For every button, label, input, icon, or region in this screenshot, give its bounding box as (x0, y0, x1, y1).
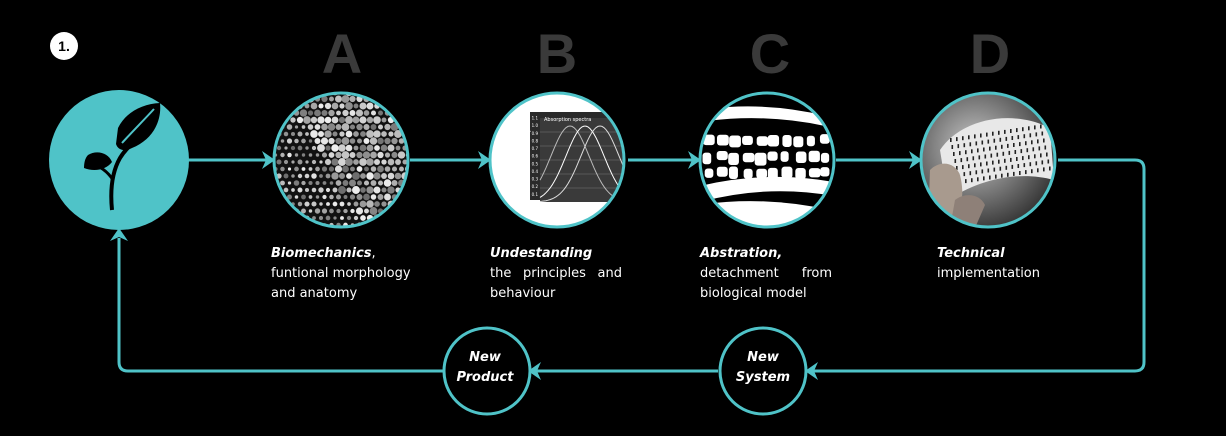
stage-b-line-2: behaviour (490, 286, 556, 301)
arrowhead-into-system (805, 362, 818, 380)
stage-d-caption: Technical implementation (937, 244, 1087, 284)
mini-chart-xtick: 434 (565, 204, 575, 210)
feedback-loop-left (117, 238, 443, 373)
mini-chart-xtick: 400 (539, 204, 549, 210)
new-product-line-1: New (469, 350, 501, 365)
stage-c-caption: Abstration, detachment from biological m… (700, 244, 832, 304)
new-system-line-2: System (735, 370, 791, 385)
new-product-line-2: Product (456, 370, 514, 385)
stage-b-letter: B (536, 22, 578, 85)
mini-chart-ytick: 1.0 (532, 123, 539, 128)
stage-c-image (698, 91, 836, 229)
source-node (49, 90, 189, 230)
stage-d-title: Technical (937, 246, 1005, 261)
mini-chart-ytick: 1.1 (532, 116, 539, 121)
stage-c-line-1: detachment from (700, 266, 832, 281)
arrowhead-into-product (528, 362, 541, 380)
mini-chart-ytick: 0.1 (532, 192, 539, 197)
mini-chart-ytick: 0.2 (532, 184, 539, 189)
new-system-line-1: New (747, 350, 779, 365)
mini-chart-ytick: 0.8 (532, 138, 539, 143)
stage-a-line-1: funtional morphology (271, 266, 411, 281)
mini-chart-ytick: 0.5 (532, 161, 539, 166)
mini-chart-ytick: 0 (535, 200, 538, 205)
mini-chart-ylabel: Normalized Emission Intensity (526, 129, 531, 190)
stage-d-image (919, 91, 1057, 229)
new-system-circle (718, 326, 808, 416)
arrowheads (110, 151, 922, 380)
mini-chart-legend: Absorption spectra (544, 117, 591, 123)
arrowhead-into-d (909, 151, 922, 169)
stage-a-title-suffix: , (371, 246, 376, 261)
mini-chart-ytick: 0.9 (532, 131, 539, 136)
stage-a-letter: A (321, 22, 363, 85)
arrowhead-into-a (262, 151, 275, 169)
stage-b-image: Absorption spectra 1.1 1.0 0.9 0.8 0.7 0.6 0.5 0… (488, 91, 627, 229)
mini-chart-xtick: 502 (617, 204, 627, 210)
arrowhead-into-source (110, 228, 128, 241)
arrowhead-into-c (688, 151, 701, 169)
flow-connectors (117, 158, 1146, 373)
stage-d-letter: D (969, 22, 1011, 85)
stage-c-letter: C (749, 22, 791, 85)
stage-c-line-2: biological model (700, 286, 807, 301)
stage-d-line-1: implementation (937, 266, 1041, 281)
mini-chart-ytick: 0.6 (532, 154, 539, 159)
stage-a-caption: Biomechanics, funtional morphology and a… (271, 244, 421, 304)
stage-a-title: Biomechanics (271, 246, 372, 261)
mini-chart-ytick: 0.4 (532, 169, 539, 174)
feedback-loop-right (810, 158, 1146, 373)
stage-a-line-2: and anatomy (271, 286, 358, 301)
arrowhead-into-b (478, 151, 491, 169)
leaf-vein-icon (121, 108, 155, 144)
new-product-label: New Product (449, 348, 521, 388)
mini-chart-ytick: 0.3 (532, 177, 539, 182)
stage-c-title: Abstration, (700, 246, 783, 261)
stage-b-caption: Undestanding the principles and behaviou… (490, 244, 622, 304)
stage-a-image (272, 91, 410, 229)
mini-chart-ytick: 0.7 (532, 146, 539, 151)
new-system-label: New System (727, 348, 799, 388)
stage-b-line-1: the principles and (490, 266, 622, 281)
mini-chart-xtick: 468 (591, 204, 601, 210)
stage-b-title: Undestanding (490, 246, 593, 261)
new-product-circle (442, 326, 532, 416)
mini-chart-xlabel: Emission Wav (566, 210, 601, 216)
step-number-badge: 1. (50, 32, 78, 60)
